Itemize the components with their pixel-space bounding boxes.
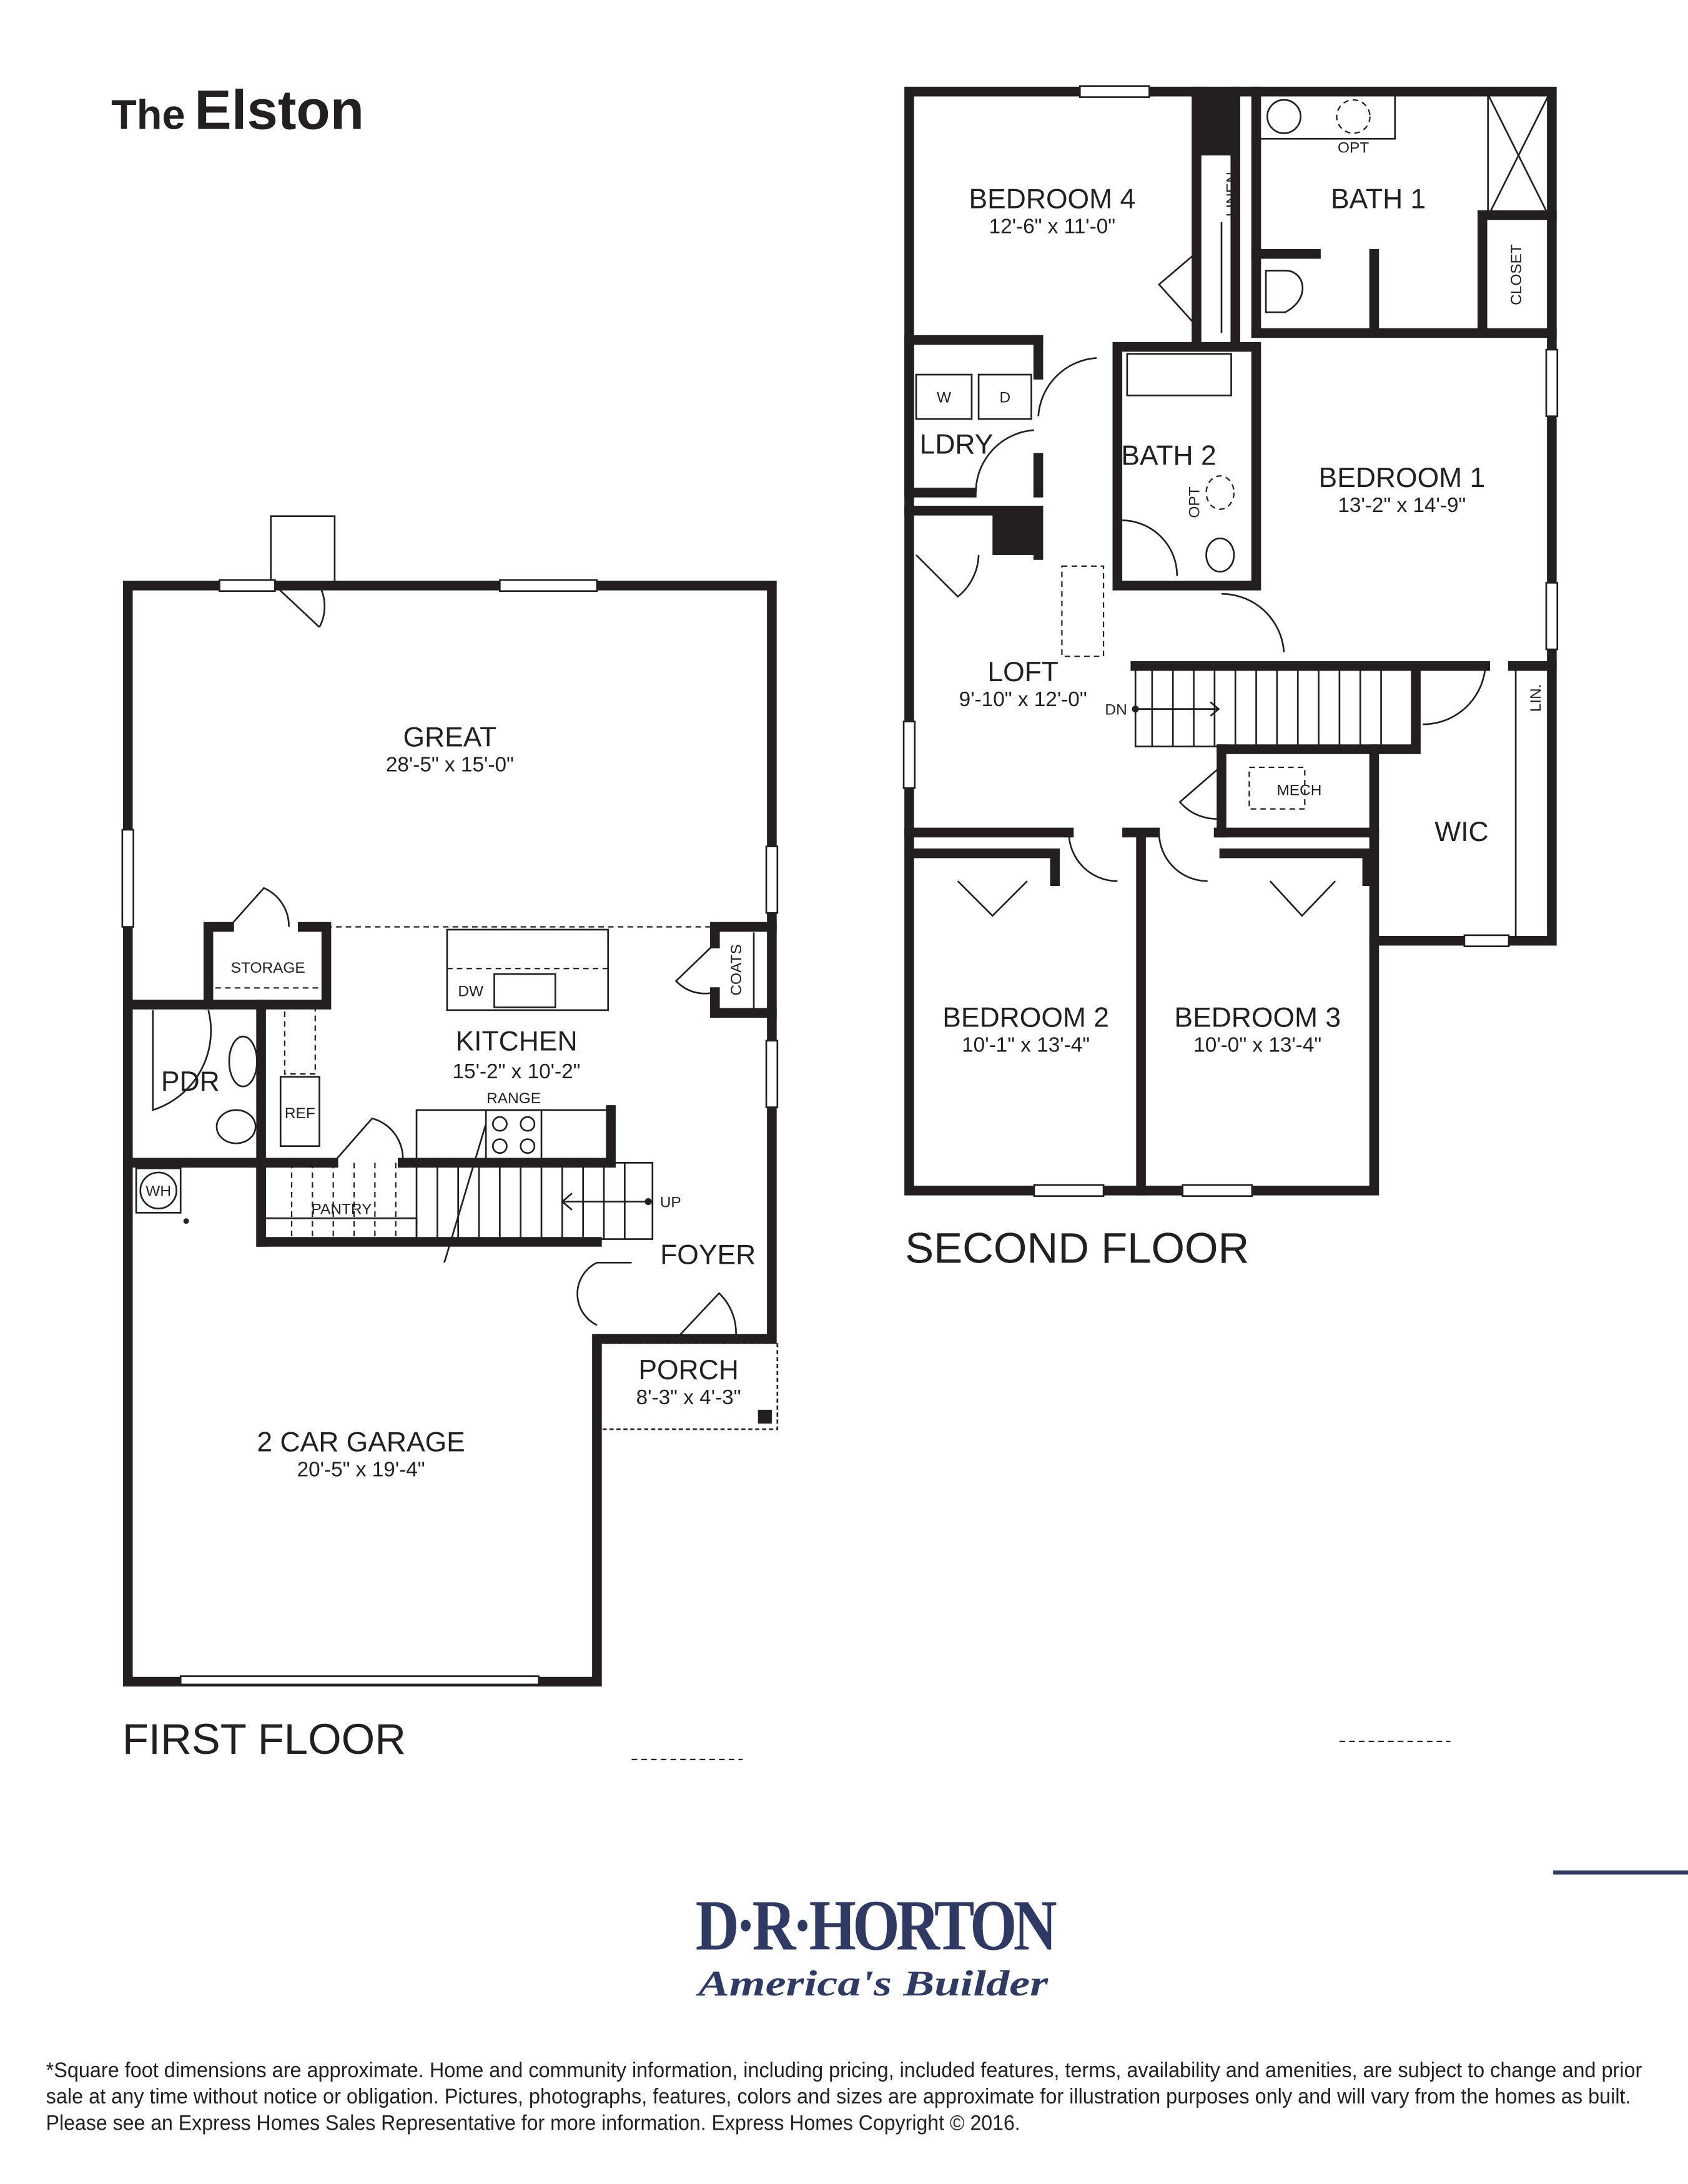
first-floor-plan: STORAGE COATS DW KITCHEN 15'-2" x 10'-2"…: [121, 515, 779, 1763]
mech-label: MECH: [1276, 782, 1321, 799]
foyer-name: FOYER: [660, 1240, 756, 1271]
disclaimer-line-2: sale at any time without notice or oblig…: [46, 2085, 1631, 2108]
toilet-icon: [215, 1109, 257, 1144]
pantry-label: PANTRY: [312, 1201, 372, 1218]
sink-icon: [228, 1035, 258, 1088]
storage-label: STORAGE: [231, 960, 305, 976]
ldry-name: LDRY: [920, 430, 994, 460]
window: [499, 579, 598, 593]
dr-horton-logo: D·R·HORTON America's Builder: [696, 1870, 1688, 2004]
bedroom2-dims: 10'-1" x 13'-4": [962, 1034, 1090, 1057]
great-room-name: GREAT: [403, 722, 496, 753]
dryer-label: D: [999, 389, 1010, 406]
bath2-name: BATH 2: [1121, 440, 1216, 471]
garage-dims: 20'-5" x 19'-4": [297, 1458, 425, 1482]
water-heater-icon: [139, 1171, 177, 1210]
sink-icon: [1266, 99, 1301, 134]
logo-tagline: America's Builder: [696, 1964, 1049, 2004]
bedroom1-dims: 13'-2" x 14'-9": [1338, 494, 1466, 517]
washer-label: W: [937, 389, 951, 406]
sink-icon: [493, 973, 556, 1008]
bedroom1-name: BEDROOM 1: [1319, 463, 1486, 493]
loft-dims: 9'-10" x 12'-0": [959, 688, 1087, 711]
bath2-opt-label: OPT: [1186, 486, 1203, 518]
linen-label: LINEN: [1223, 172, 1240, 217]
garage-name: 2 CAR GARAGE: [257, 1427, 465, 1458]
window: [765, 845, 779, 914]
loft-name: LOFT: [987, 657, 1059, 687]
kitchen-island: [446, 928, 610, 1011]
window: [1463, 934, 1510, 947]
window: [765, 1040, 779, 1108]
window: [121, 829, 134, 928]
disclaimer-line-3: Please see an Express Homes Sales Repres…: [46, 2111, 1020, 2135]
bedroom3-name: BEDROOM 3: [1174, 1003, 1341, 1033]
refrigerator: [279, 1076, 320, 1148]
window: [1078, 85, 1150, 98]
bedroom4-dims: 12'-6" x 11'-0": [989, 215, 1116, 238]
second-floor-label: SECOND FLOOR: [905, 1224, 1249, 1272]
porch-outline: [596, 1342, 779, 1430]
wic-name: WIC: [1434, 817, 1488, 847]
water-heater-label: WH: [146, 1183, 171, 1200]
rear-patio-step: [270, 515, 336, 584]
great-room-dims: 28'-5" x 15'-0": [386, 754, 514, 777]
shower: [1487, 93, 1550, 218]
bedroom3-dims: 10'-0" x 13'-4": [1193, 1034, 1321, 1057]
garage-door: [179, 1675, 540, 1686]
range-label: RANGE: [486, 1090, 541, 1107]
window: [1545, 582, 1559, 651]
toilet-icon: [1265, 270, 1304, 313]
lin-label: LIN.: [1528, 684, 1544, 712]
pdr-name: PDR: [161, 1066, 220, 1097]
dishwasher-label: DW: [458, 983, 483, 1000]
window: [1182, 1184, 1253, 1198]
disclaimer-line-1: *Square foot dimensions are approximate.…: [46, 2059, 1642, 2082]
optional-sink-icon: [1336, 99, 1371, 134]
porch-dims: 8'-3" x 4'-3": [636, 1386, 741, 1409]
staircase: [290, 1123, 654, 1263]
second-floor-plan: LINEN BEDROOM 4 12'-6" x 11'-0" OPT BATH…: [902, 85, 1559, 1743]
bath1-opt-label: OPT: [1338, 139, 1369, 156]
plan-title: Elston: [194, 79, 364, 141]
window: [1545, 348, 1559, 418]
closet-label: CLOSET: [1508, 244, 1525, 305]
range-icon: [485, 1109, 543, 1163]
kitchen-dims: 15'-2" x 10'-2": [453, 1060, 581, 1083]
window: [902, 721, 916, 789]
bedroom4-name: BEDROOM 4: [969, 184, 1136, 214]
rear-door: [219, 579, 276, 593]
kitchen-name: KITCHEN: [455, 1026, 577, 1056]
window: [1033, 1184, 1105, 1198]
plan-title-prefix: The: [111, 92, 185, 139]
logo-brand: D·R·HORTON: [696, 1885, 1057, 1965]
stairs-up-label: UP: [660, 1194, 681, 1211]
coats-label: COATS: [728, 944, 745, 995]
staircase: [1130, 661, 1421, 754]
bath1-name: BATH 1: [1331, 184, 1426, 214]
bathtub: [1126, 353, 1232, 396]
stairs-down-label: DN: [1105, 702, 1127, 719]
first-floor-label: FIRST FLOOR: [122, 1715, 406, 1763]
ref-label: REF: [285, 1105, 315, 1122]
bedroom2-name: BEDROOM 2: [942, 1003, 1109, 1033]
porch-name: PORCH: [638, 1355, 738, 1385]
sink-icon: [1205, 537, 1235, 573]
